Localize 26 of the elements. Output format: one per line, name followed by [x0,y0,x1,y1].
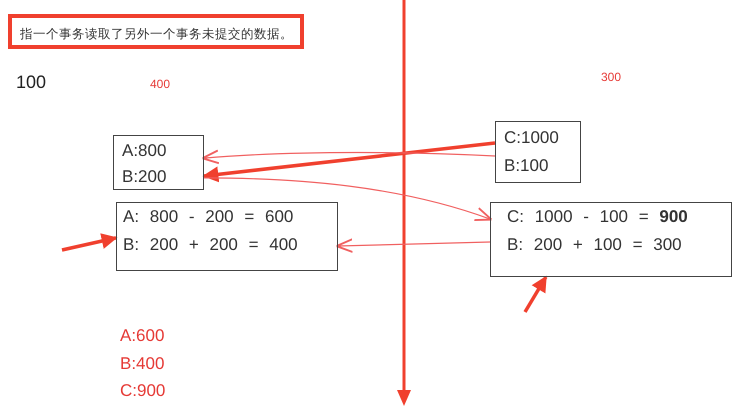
definition-text: 指一个事务读取了另外一个事务未提交的数据。 [20,26,292,43]
equation-text: B: 200 + 200 = 400 [123,234,299,256]
arrow [335,238,490,253]
equation-text: B: 200 + 100 = 300 [507,234,683,256]
calculation-box [490,202,732,277]
value-text: A:800 [122,140,168,162]
arrow [62,233,118,252]
equation-text: C: 1000 - 100 = 900 [507,206,689,228]
value-text: C:1000 [504,127,560,149]
value-text: B:100 [504,155,550,177]
equation-text: A: 800 - 200 = 600 [123,206,294,228]
calculation-box [116,202,338,271]
value-label: 400 [150,77,170,91]
definition-box [8,14,304,49]
result-label: C:900 [120,381,166,401]
arrow [202,141,496,182]
value-label: 100 [16,72,46,93]
arrow [201,150,496,164]
result-label: B:400 [120,354,164,374]
value-text: B:200 [122,166,168,188]
arrow [524,276,548,313]
arrow [204,177,492,222]
value-box [495,121,581,183]
value-box [113,135,204,190]
result-label: A:600 [120,326,164,346]
value-label: 300 [601,70,622,84]
